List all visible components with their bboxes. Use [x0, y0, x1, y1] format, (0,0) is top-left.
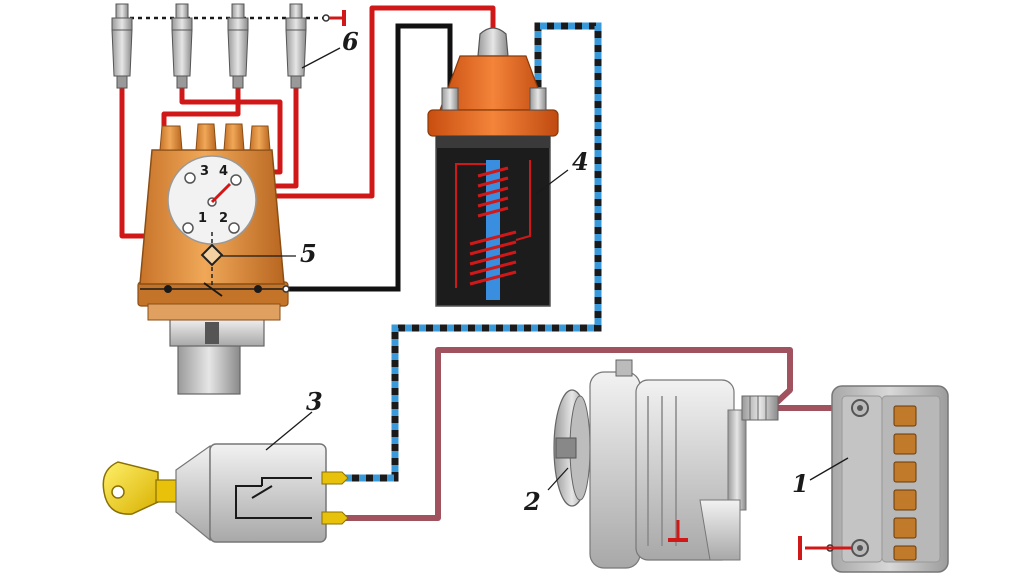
spark-plug-2: [171, 3, 193, 89]
spark-plug-4: [285, 3, 307, 89]
hv-coil-wire: [216, 5, 496, 199]
generator: [553, 359, 779, 569]
switch-to-coil-wire: [345, 22, 602, 482]
label-generator: 2: [523, 487, 541, 516]
battery: [798, 385, 949, 573]
label-spark-plug: 6: [342, 27, 359, 56]
distributor-terminal-4: 4: [219, 164, 228, 179]
distributor-terminal-1: 1: [198, 211, 207, 226]
label-distributor: 5: [300, 239, 317, 268]
battery-cell-caps: [893, 405, 917, 561]
label-ignition-coil: 4: [572, 147, 589, 176]
label-battery: 1: [792, 469, 809, 498]
spark-plug-1: [111, 3, 133, 89]
spark-plug-3: [227, 3, 249, 89]
key-icon: [102, 461, 181, 515]
ground-symbol-generator: [668, 520, 688, 542]
distributor: 3 4 1 2: [137, 123, 290, 395]
spark-plugs: [111, 3, 346, 89]
label-ignition-switch: 3: [306, 387, 323, 416]
breaker-cam-icon: [200, 243, 224, 267]
ground-symbol-battery: [798, 536, 852, 560]
ignition-switch: [102, 443, 349, 543]
breaker-to-coil-wire: [286, 23, 453, 292]
distributor-terminal-2: 2: [219, 211, 228, 226]
ground-symbol-plugs: [322, 10, 346, 26]
distributor-terminal-3: 3: [200, 164, 209, 179]
ignition-coil: [427, 27, 559, 307]
callout-leaders: [222, 47, 849, 491]
